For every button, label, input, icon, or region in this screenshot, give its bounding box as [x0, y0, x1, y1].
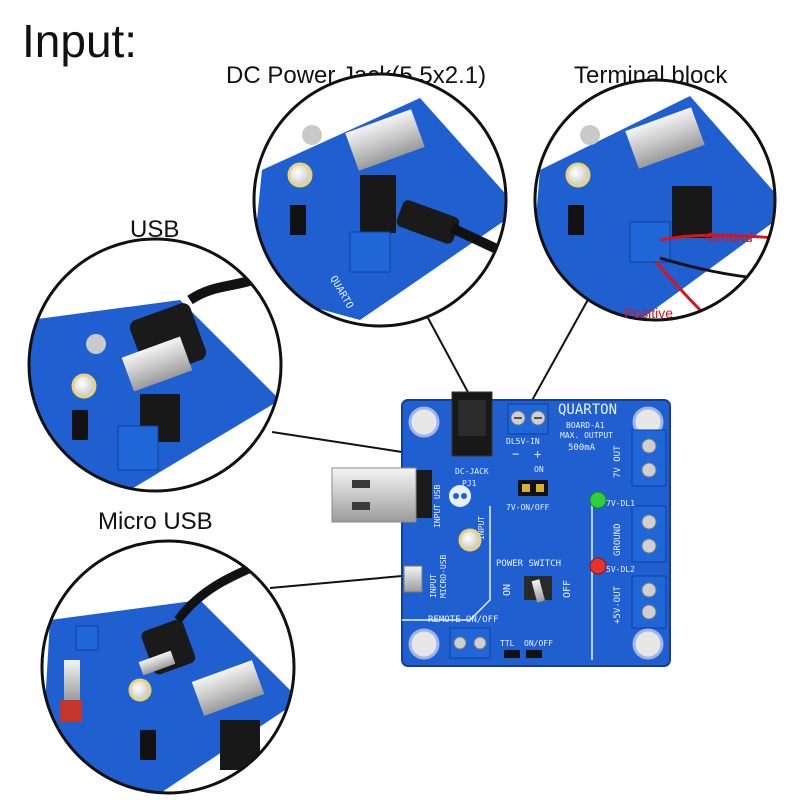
board-brand: QUARTON: [558, 402, 617, 418]
board-jumper-on-text: ON: [534, 465, 544, 474]
positive-wire-label: Positive: [624, 305, 673, 321]
power-led-icon: [458, 528, 482, 552]
board-ttl-text: TTL: [500, 639, 515, 648]
zoom-dc-jack: QUARTO: [254, 74, 506, 326]
board-input-text: INPUT: [477, 516, 486, 540]
board-dc-jack-text: DC-JACK: [455, 467, 489, 476]
main-board: DC-JACK PJ1 DL5V-IN − + QUARTON BOARD-A1…: [401, 391, 671, 667]
board-dl2-text: 5V-DL2: [606, 565, 635, 574]
zoom-terminal-block: [535, 80, 775, 320]
red-led-icon: [589, 557, 607, 575]
micro-usb-label: Micro USB: [98, 508, 213, 535]
zoom-micro-usb: [42, 541, 294, 793]
board-ground-text: GROUND: [613, 523, 623, 556]
board-5v-out-text: +5V-OUT: [613, 585, 623, 624]
board-model: BOARD-A1: [566, 421, 605, 430]
board-7v-out-text: 7V OUT: [613, 445, 623, 478]
board-switch-off-text: OFF: [562, 580, 573, 598]
board-input-usb-text: INPUT USB: [433, 484, 442, 528]
board-dl5v-text: DL5V-IN: [506, 437, 540, 446]
board-onoff-text: ON/OFF: [524, 639, 553, 648]
board-jumper-text: 7V-ON/OFF: [506, 503, 550, 512]
usb-a-plug-icon: [331, 467, 432, 523]
board-remote-text: REMOTE ON/OFF: [428, 615, 498, 625]
ground-wire-label: Ground: [706, 229, 753, 245]
board-minus-text: −: [512, 447, 519, 461]
board-switch-on-text: ON: [502, 584, 513, 596]
board-current: 500mA: [568, 443, 596, 453]
green-led-icon: [589, 491, 607, 509]
board-max-output: MAX. OUTPUT: [560, 431, 613, 440]
zoom-usb: [29, 239, 281, 491]
board-input-micro-text: INPUT: [429, 574, 438, 598]
callout-lines: [269, 295, 591, 589]
board-micro-usb-text: MICRO-USB: [439, 554, 448, 598]
board-plus-text: +: [534, 447, 541, 461]
board-pj1-text: PJ1: [462, 479, 477, 488]
board-dl1-text: 7V-DL1: [606, 499, 635, 508]
heading: Input:: [22, 15, 138, 67]
board-power-switch-text: POWER SWITCH: [496, 559, 561, 569]
